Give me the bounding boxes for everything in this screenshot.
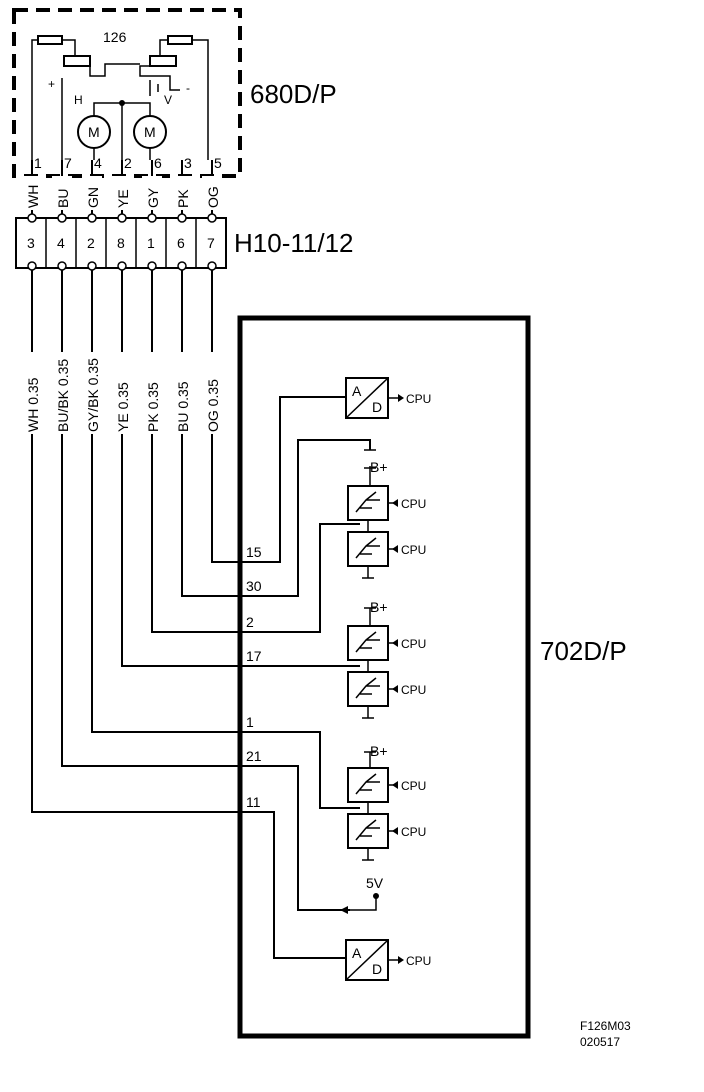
motor-h-label: M [88, 124, 100, 140]
svg-text:CPU: CPU [401, 543, 426, 557]
sensor-id-label: 126 [103, 29, 127, 45]
driver-group-1: B+ CPU CPU [347, 449, 426, 579]
wire-color-top: GN [85, 187, 101, 208]
module-pin: 11 [246, 794, 261, 810]
resistor-right [167, 35, 193, 45]
harness-wires: WH 0.35 BU/BK 0.35 GY/BK 0.35 YE 0.35 PK… [20, 270, 371, 959]
cavity-number: 2 [87, 235, 95, 251]
figure-code: F126M03 [580, 1019, 631, 1033]
h-label: H [74, 93, 83, 107]
adc-bottom: A D CPU [345, 939, 431, 981]
svg-text:CPU: CPU [406, 954, 431, 968]
cavity-number: 4 [57, 235, 65, 251]
sensor-pin: 5 [214, 155, 222, 171]
svg-text:CPU: CPU [401, 825, 426, 839]
sensor-pin: 3 [184, 155, 192, 171]
heater-element-left [63, 55, 91, 67]
svg-text:5V: 5V [366, 875, 384, 891]
module-702dp: 702D/P 15 30 2 17 1 21 11 A D CPU B+ [237, 315, 627, 1039]
sensor-680dp: 680D/P 126 + - H V M M 1 7 4 2 6 [12, 8, 337, 178]
wire-color-top: OG [205, 186, 221, 208]
wire-color-top: WH [25, 185, 41, 208]
figure-date: 020517 [580, 1035, 620, 1049]
module-pin: 2 [246, 614, 254, 630]
motor-v-label: M [144, 124, 156, 140]
wire-label: WH 0.35 [25, 377, 41, 432]
wire-color-top: BU [55, 189, 71, 208]
cavity-number: 7 [207, 235, 215, 251]
svg-text:A: A [352, 945, 362, 961]
module-pin: 1 [246, 714, 254, 730]
heater-element-right [149, 55, 177, 67]
sensor-label: 680D/P [250, 79, 337, 109]
wire-label: GY/BK 0.35 [85, 358, 101, 432]
wire-label: YE 0.35 [115, 382, 131, 432]
cavity-number: 1 [147, 235, 155, 251]
svg-text:CPU: CPU [401, 637, 426, 651]
sensor-pin: 4 [94, 155, 102, 171]
cavity-number: 3 [27, 235, 35, 251]
svg-text:D: D [372, 961, 382, 977]
v-label: V [164, 93, 172, 107]
cavity-number: 8 [117, 235, 125, 251]
sensor-pin: 6 [154, 155, 162, 171]
svg-text:D: D [372, 399, 382, 415]
wire-label: BU/BK 0.35 [55, 359, 71, 432]
wire-label: OG 0.35 [205, 379, 221, 432]
svg-text:CPU: CPU [401, 497, 426, 511]
wire-color-top: YE [115, 189, 131, 208]
svg-text:B+: B+ [370, 459, 388, 475]
minus-label: - [186, 81, 190, 95]
cavity-number: 6 [177, 235, 185, 251]
module-label: 702D/P [540, 636, 627, 666]
wire-color-top: PK [175, 189, 191, 208]
driver-group-3: B+ CPU CPU [347, 743, 426, 861]
wire-color-top: GY [145, 187, 161, 208]
svg-text:B+: B+ [370, 599, 388, 615]
svg-text:CPU: CPU [401, 683, 426, 697]
wire-label: PK 0.35 [145, 382, 161, 432]
module-pin: 30 [246, 578, 262, 594]
connector-label: H10-11/12 [234, 228, 354, 258]
five-volt-reference: 5V [340, 875, 384, 914]
adc-top: A D CPU [345, 377, 431, 419]
driver-group-2: B+ CPU CPU [347, 599, 426, 719]
wire-label: BU 0.35 [175, 381, 191, 432]
sensor-pin: 7 [64, 155, 72, 171]
module-pin: 21 [246, 748, 262, 764]
svg-text:B+: B+ [370, 743, 388, 759]
svg-text:A: A [352, 383, 362, 399]
module-pin: 15 [246, 544, 262, 560]
sensor-pin: 2 [124, 155, 132, 171]
svg-text:CPU: CPU [401, 779, 426, 793]
module-pin: 17 [246, 648, 262, 664]
connector-h10-11-12: 3 4 2 8 1 6 7 H10-11/12 [15, 213, 354, 271]
cpu-label: CPU [406, 392, 431, 406]
sensor-pin: 1 [34, 155, 42, 171]
upper-wires: WH BU GN YE GY PK OG [22, 160, 222, 214]
resistor-left [37, 35, 63, 45]
plus-label: + [48, 77, 55, 91]
